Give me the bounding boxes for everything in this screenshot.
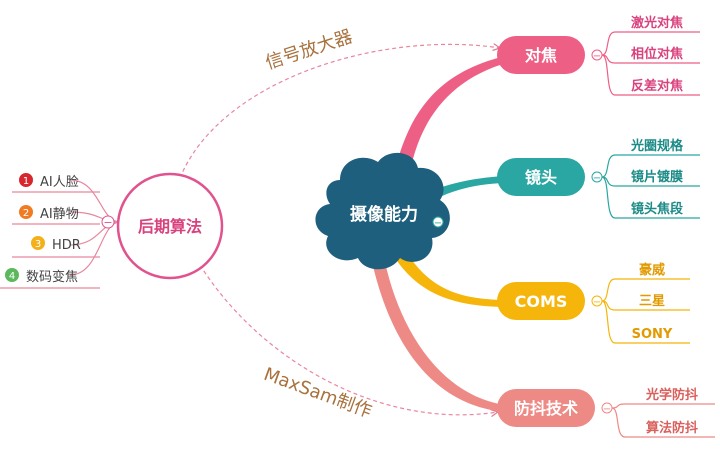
number-badge-3 — [31, 236, 45, 250]
branch-coms-collapse-symbol: − — [593, 297, 601, 308]
branch-focus-collapse-symbol: − — [593, 51, 601, 62]
center-collapse-icon[interactable] — [432, 216, 444, 228]
number-badge-3-text: 3 — [35, 239, 41, 250]
branch-coms: COMS − 豪威 三星 SONY — [497, 262, 690, 344]
branch-focus-label: 对焦 — [525, 46, 557, 65]
coms-child-samsung: 三星 — [639, 294, 665, 309]
number-badge-2 — [19, 205, 33, 219]
left-item-ai-still: AI静物 — [40, 207, 79, 222]
number-badge-2-text: 2 — [23, 208, 29, 219]
focus-child-laser: 激光对焦 — [631, 15, 683, 31]
center-collapse-symbol: − — [434, 218, 442, 229]
branch-ribbon-stabilization — [372, 262, 505, 412]
left-item-digital-zoom: 数码变焦 — [26, 269, 78, 285]
left-node-label: 后期算法 — [138, 217, 202, 236]
number-badge-1-text: 1 — [23, 176, 29, 187]
focus-child-phase: 相位对焦 — [631, 46, 683, 62]
coms-child-omnivision: 豪威 — [639, 262, 665, 278]
branch-lens-node[interactable] — [497, 158, 585, 196]
number-badge-1 — [19, 173, 33, 187]
branch-stabilization: 防抖技术 − 光学防抖 算法防抖 — [497, 387, 715, 438]
number-badge-4 — [5, 268, 19, 282]
center-node[interactable] — [315, 152, 450, 270]
left-item-hdr: HDR — [52, 238, 81, 253]
annotation-bottom: MaxSam制作 — [261, 364, 375, 422]
annotation-top: 信号放大器 — [263, 26, 355, 74]
relation-curve-top — [179, 44, 500, 179]
focus-child-contrast: 反差对焦 — [631, 78, 683, 94]
branch-ribbon-lens — [410, 176, 505, 210]
left-node-circle[interactable] — [116, 172, 224, 280]
branch-focus: 对焦 − 激光对焦 相位对焦 反差对焦 — [497, 15, 700, 96]
left-item-ai-face: AI人脸 — [40, 175, 79, 190]
lens-child-coating: 镜片镀膜 — [631, 169, 683, 185]
left-collapse-icon[interactable] — [101, 215, 115, 229]
stabilization-child-algorithm: 算法防抖 — [646, 420, 698, 436]
branch-stabilization-label: 防抖技术 — [514, 399, 578, 418]
left-connector — [69, 179, 121, 276]
branch-stabilization-node[interactable] — [497, 389, 595, 427]
branch-lens-collapse-symbol: − — [593, 173, 601, 184]
stabilization-child-optical: 光学防抖 — [645, 387, 698, 403]
left-collapse-symbol: − — [103, 216, 112, 229]
number-badge-4-text: 4 — [9, 271, 15, 282]
branch-stabilization-collapse-symbol: − — [603, 404, 611, 415]
branch-ribbon-focus — [395, 55, 510, 172]
left-items: 1 AI人脸 2 AI静物 3 HDR 4 数码变焦 — [0, 173, 100, 289]
branch-lens: 镜头 − 光圈规格 镜片镀膜 镜头焦段 — [497, 138, 700, 219]
relation-curve-bottom — [199, 264, 498, 415]
lens-child-aperture: 光圈规格 — [630, 138, 684, 154]
coms-child-sony: SONY — [632, 327, 673, 342]
branch-focus-node[interactable] — [497, 36, 585, 74]
lens-child-focal: 镜头焦段 — [631, 201, 683, 217]
branch-lens-label: 镜头 — [525, 168, 557, 187]
branch-coms-node[interactable] — [497, 282, 585, 320]
branch-coms-label: COMS — [515, 292, 568, 311]
center-label: 摄像能力 — [350, 204, 418, 225]
